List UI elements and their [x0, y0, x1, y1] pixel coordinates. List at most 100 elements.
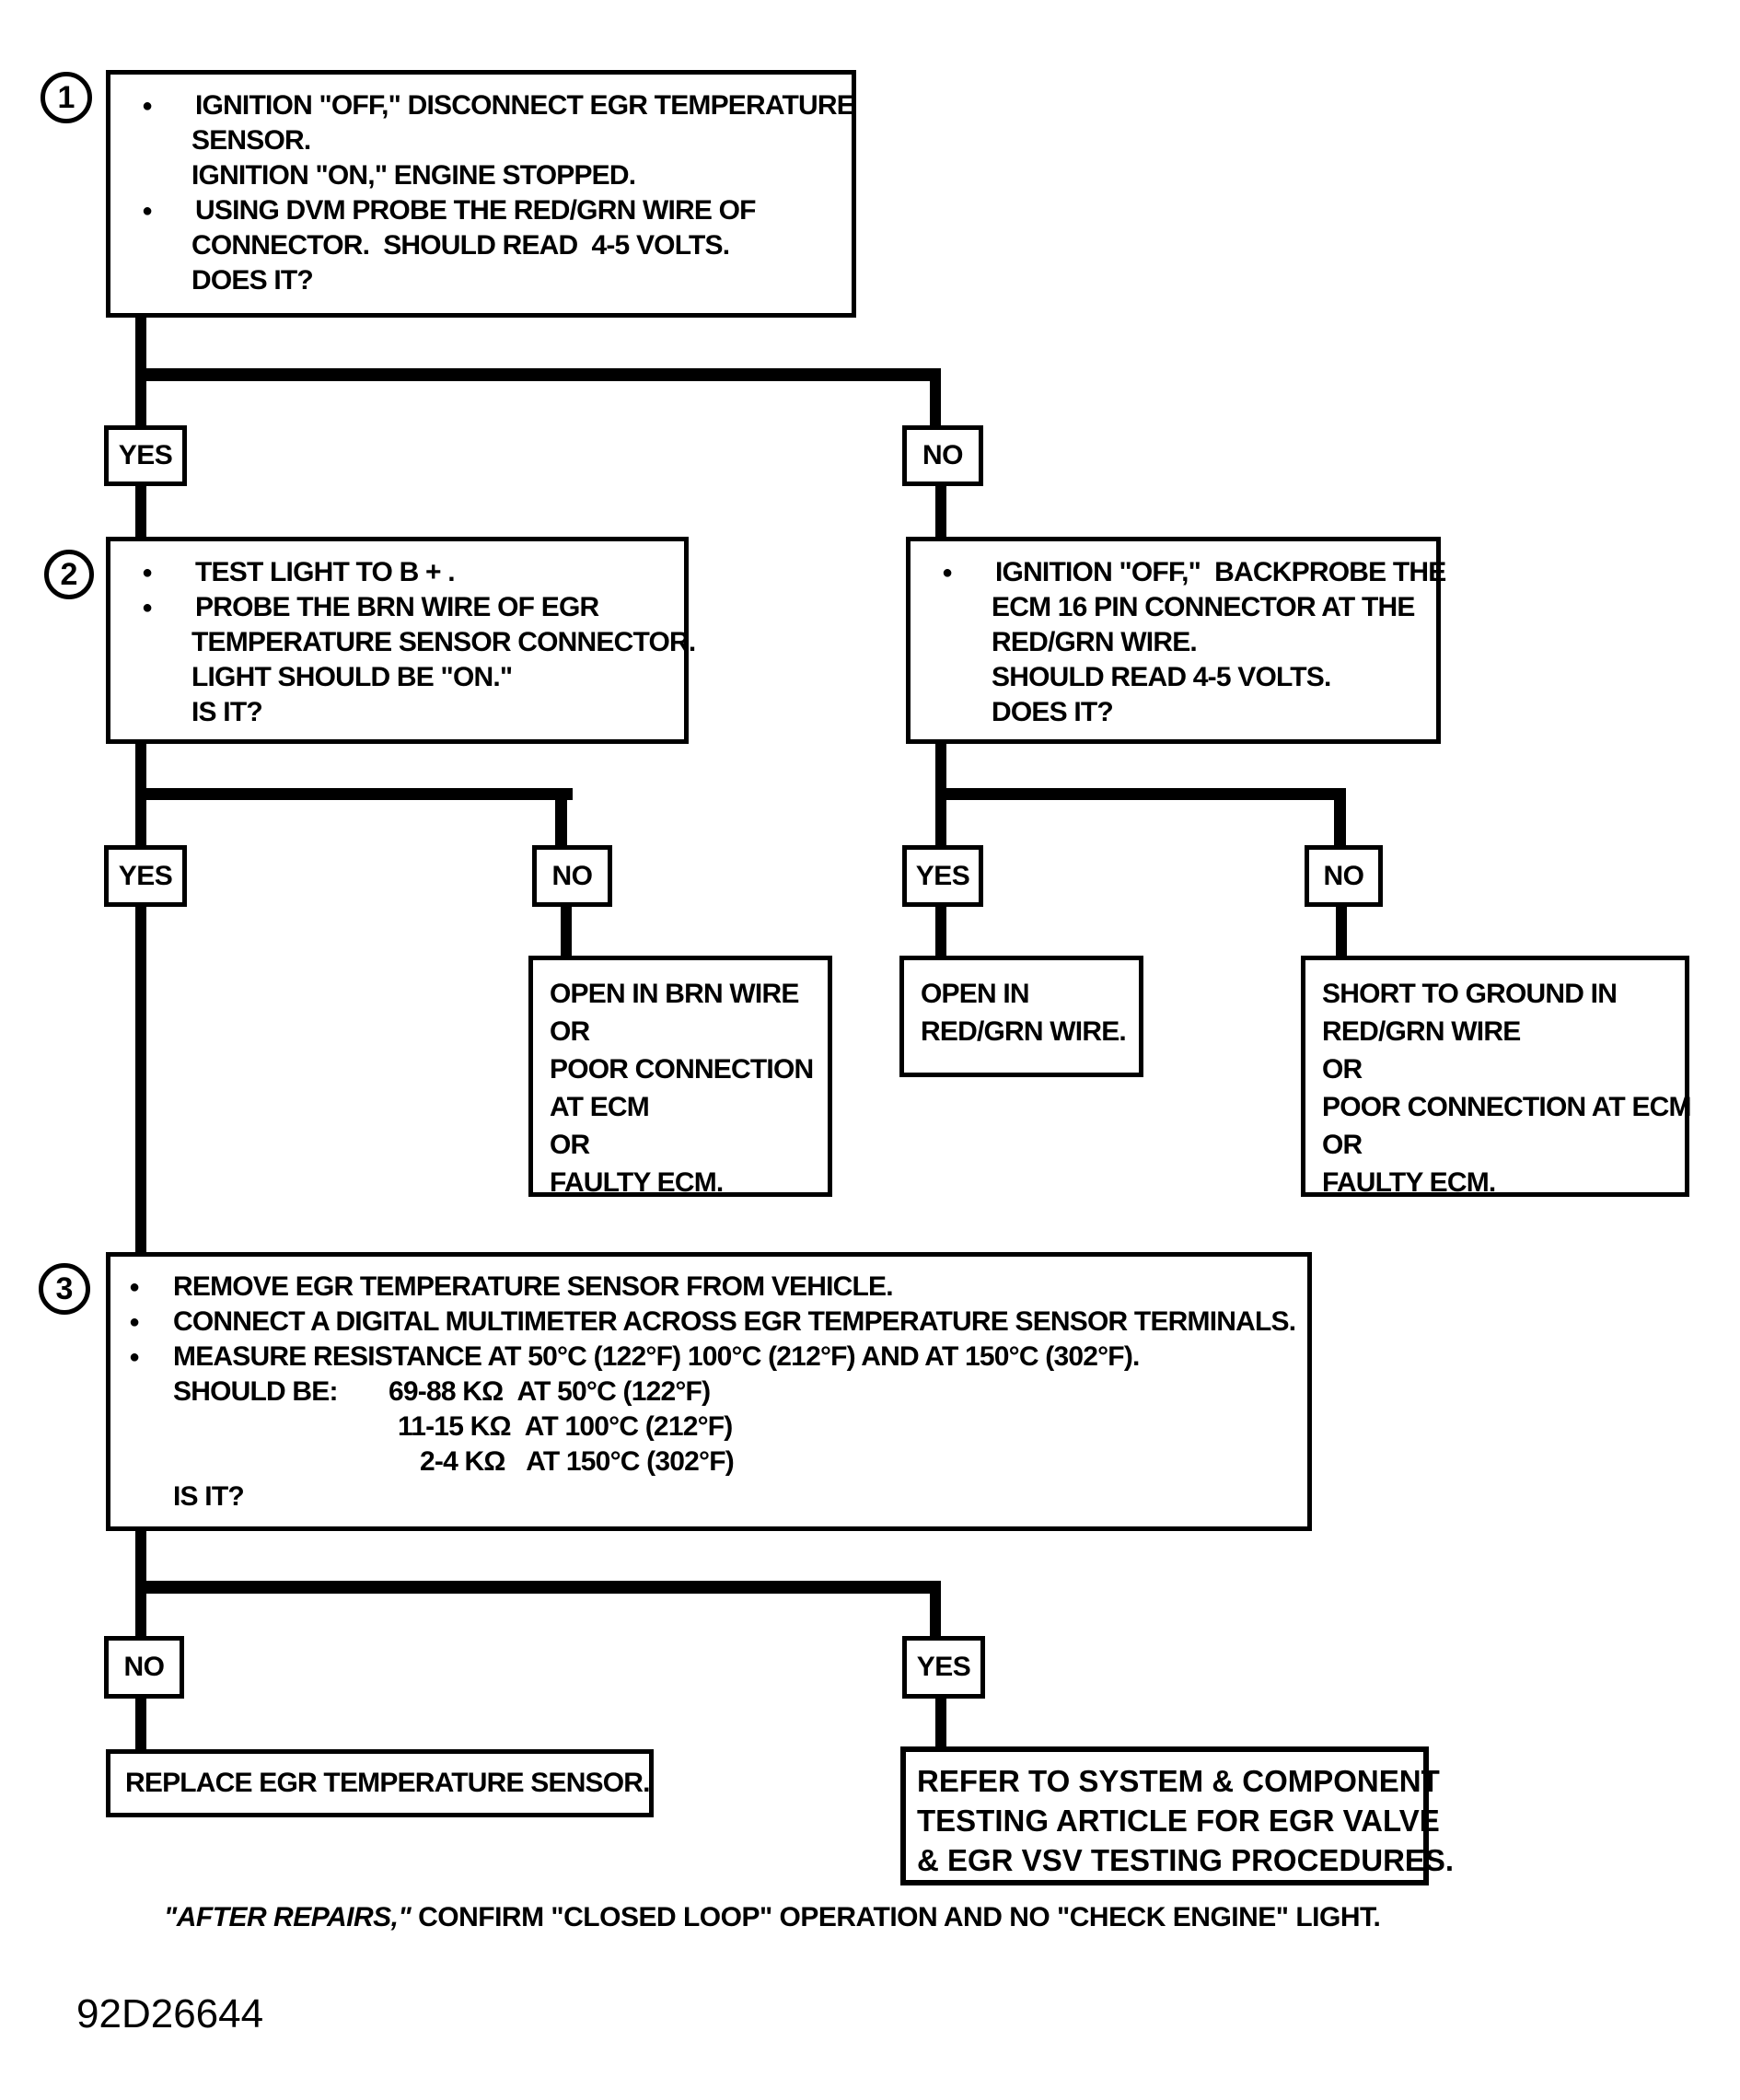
step2-text: PROBE THE BRN WIRE OF EGR [195, 592, 599, 622]
step1-yes-label: YES [104, 425, 187, 486]
refer-text: TESTING ARTICLE FOR EGR VALVE [917, 1804, 1440, 1838]
connector-no1-to-backprobe [935, 486, 946, 537]
backprobe-text: ECM 16 PIN CONNECTOR AT THE [992, 592, 1415, 622]
step1-text: CONNECTOR. SHOULD READ 4-5 VOLTS. [191, 230, 730, 261]
backprobe-text: RED/GRN WIRE. [992, 627, 1198, 657]
step2-text: IS IT? [191, 697, 263, 727]
refer-testing-box: REFER TO SYSTEM & COMPONENT TESTING ARTI… [900, 1746, 1455, 1885]
step1-text: IGNITION "OFF," DISCONNECT EGR TEMPERATU… [195, 90, 855, 121]
result-short-ground-box: SHORT TO GROUND IN RED/GRN WIRE OR POOR … [1301, 956, 1692, 1198]
step3-question: IS IT? [173, 1481, 245, 1512]
step1-number: 1 [57, 79, 75, 115]
no-text: NO [123, 1652, 166, 1682]
connector-no2r-to-result [1336, 907, 1347, 957]
result-text: FAULTY ECM. [1322, 1167, 1496, 1198]
step2-yes-label: YES [104, 845, 187, 907]
backprobe-row: ECM 16 PIN CONNECTOR AT THE [938, 590, 1429, 625]
backprobe-no-label: NO [1305, 845, 1383, 907]
connector-yes2-to-step3 [135, 907, 146, 1254]
after-repairs-note: "AFTER REPAIRS," CONFIRM "CLOSED LOOP" O… [164, 1902, 1381, 1933]
backprobe-text: IGNITION "OFF," BACKPROBE THE [995, 557, 1446, 587]
connector-yes2r-to-result [935, 907, 946, 957]
step3-text: REMOVE EGR TEMPERATURE SENSOR FROM VEHIC… [173, 1271, 894, 1302]
step3-text: MEASURE RESISTANCE AT 50°C (122°F) 100°C… [173, 1341, 1140, 1372]
result-text: RED/GRN WIRE [1322, 1016, 1521, 1047]
step3-resistance-row: 11-15 KΩ AT 100°C (212°F) [129, 1410, 1300, 1444]
should-be-label: SHOULD BE: [173, 1376, 338, 1407]
result-text: OR [550, 1130, 590, 1160]
backprobe-text: DOES IT? [992, 697, 1114, 727]
after-repairs-italic: "AFTER REPAIRS," [164, 1902, 412, 1932]
bullet-icon: ● [129, 1347, 141, 1367]
result-text: OR [1322, 1054, 1363, 1085]
step1-box: ● IGNITION "OFF," DISCONNECT EGR TEMPERA… [106, 70, 856, 318]
backprobe-row: DOES IT? [938, 695, 1429, 730]
result-text: SHORT TO GROUND IN [1322, 979, 1618, 1009]
after-repairs-rest: CONFIRM "CLOSED LOOP" OPERATION AND NO "… [411, 1902, 1381, 1932]
step1-row: SENSOR. [138, 123, 844, 158]
step3-text: CONNECT A DIGITAL MULTIMETER ACROSS EGR … [173, 1306, 1296, 1337]
step3-number: 3 [55, 1270, 74, 1306]
connector-step2-no-drop [555, 788, 567, 845]
connector-backprobe-no-drop [1334, 788, 1346, 845]
step2-text: LIGHT SHOULD BE "ON." [191, 662, 513, 692]
yes-text: YES [915, 860, 970, 891]
step1-text: USING DVM PROBE THE RED/GRN WIRE OF [195, 195, 757, 226]
connector-step2-yes-drop [135, 800, 146, 845]
result-text: OPEN IN [921, 979, 1030, 1009]
connector-step2-down [135, 742, 146, 790]
step2-row: TEMPERATURE SENSOR CONNECTOR. [138, 625, 696, 660]
step3-shouldbe-row: SHOULD BE: 69-88 KΩ AT 50°C (122°F) [129, 1375, 1300, 1410]
step2-box: ● TEST LIGHT TO B + . ● PROBE THE BRN WI… [106, 537, 696, 744]
backprobe-row: SHOULD READ 4-5 VOLTS. [938, 660, 1429, 695]
step1-row: IGNITION "ON," ENGINE STOPPED. [138, 158, 844, 193]
backprobe-row: RED/GRN WIRE. [938, 625, 1429, 660]
replace-sensor-text: REPLACE EGR TEMPERATURE SENSOR. [125, 1768, 651, 1798]
step2-row: ● PROBE THE BRN WIRE OF EGR [138, 590, 677, 625]
connector-step3-no-drop [135, 1594, 146, 1636]
bullet-icon: ● [129, 1312, 141, 1332]
step3-row: ● MEASURE RESISTANCE AT 50°C (122°F) 100… [129, 1340, 1300, 1375]
step1-text: IGNITION "ON," ENGINE STOPPED. [191, 160, 636, 191]
step3-row: ● CONNECT A DIGITAL MULTIMETER ACROSS EG… [129, 1305, 1300, 1340]
connector-step2-branch-bar [135, 788, 573, 800]
connector-step3-branch-bar [135, 1581, 941, 1594]
replace-sensor-box: REPLACE EGR TEMPERATURE SENSOR. [106, 1749, 654, 1817]
result-text: POOR CONNECTION AT ECM [1322, 1092, 1692, 1122]
result-open-redgrn-box: OPEN IN RED/GRN WIRE. [899, 956, 1143, 1077]
connector-backprobe-branch-bar [935, 788, 1346, 800]
connector-step1-down [135, 313, 146, 374]
bullet-icon: ● [142, 563, 154, 583]
connector-step1-no-drop [930, 368, 941, 425]
step1-row: ● IGNITION "OFF," DISCONNECT EGR TEMPERA… [138, 88, 855, 123]
connector-backprobe-yes-drop [935, 800, 946, 845]
backprobe-yes-label: YES [902, 845, 983, 907]
no-text: NO [551, 860, 594, 891]
no-text: NO [1323, 860, 1365, 891]
step2-row: ● TEST LIGHT TO B + . [138, 555, 677, 590]
connector-yes3-to-refer [935, 1699, 946, 1748]
result-text: POOR CONNECTION [550, 1054, 814, 1085]
result-text: RED/GRN WIRE. [921, 1016, 1127, 1047]
step1-text: DOES IT? [191, 265, 314, 296]
step2-number-badge: 2 [44, 550, 94, 599]
connector-yes1-to-step2 [135, 486, 146, 537]
step3-number-badge: 3 [39, 1263, 90, 1315]
step3-box: ● REMOVE EGR TEMPERATURE SENSOR FROM VEH… [106, 1252, 1312, 1531]
result-text: OR [1322, 1130, 1363, 1160]
bullet-icon: ● [129, 1277, 141, 1297]
step1-text: SENSOR. [191, 125, 311, 156]
step3-no-label: NO [104, 1636, 184, 1699]
backprobe-box: ● IGNITION "OFF," BACKPROBE THE ECM 16 P… [906, 537, 1446, 744]
step3-row: ● REMOVE EGR TEMPERATURE SENSOR FROM VEH… [129, 1270, 1300, 1305]
connector-backprobe-down [935, 742, 946, 790]
refer-text: & EGR VSV TESTING PROCEDURES. [917, 1843, 1455, 1877]
bullet-icon: ● [142, 598, 154, 618]
step2-row: IS IT? [138, 695, 677, 730]
step3-resistance-row: 2-4 KΩ AT 150°C (302°F) [129, 1444, 1300, 1479]
connector-no3-to-replace [135, 1699, 146, 1751]
step1-row: DOES IT? [138, 263, 844, 298]
document-id: 92D26644 [76, 1991, 264, 2036]
step1-number-badge: 1 [41, 72, 92, 123]
